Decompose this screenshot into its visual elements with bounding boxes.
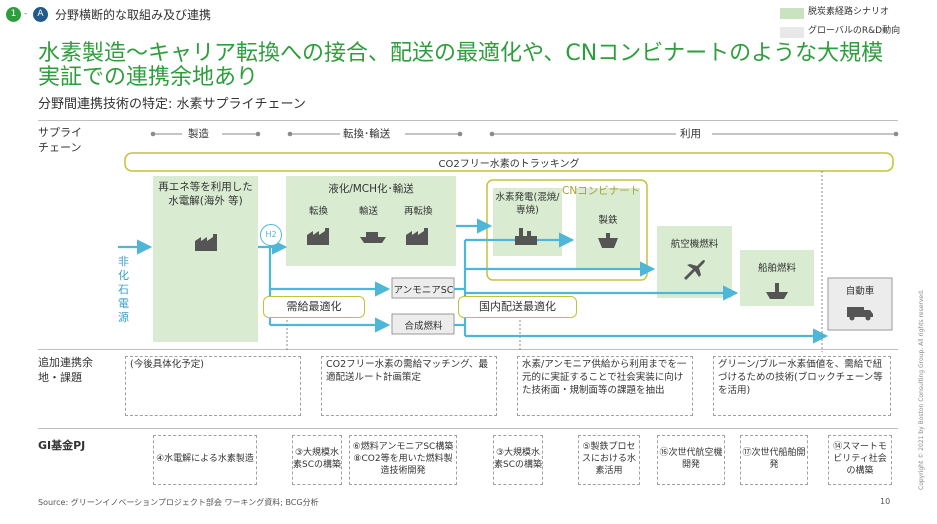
row-label-additional: 追加連携余地・課題 xyxy=(38,356,93,384)
gi-project: ③大規模水素SCの構築 xyxy=(292,435,342,485)
steel-label: 製鉄 xyxy=(598,215,618,226)
gi-project: ③大規模水素SCの構築 xyxy=(493,435,543,485)
gi-project: ⑤製鉄プロセスにおける水素活用 xyxy=(578,435,640,485)
step-letter-badge: A xyxy=(33,7,48,22)
additional-item: CO2フリー水素の需給マッチング、最適配送ルート計画策定 xyxy=(321,356,497,416)
factory-icon xyxy=(194,232,220,256)
ammonia-sc-box: アンモニアSC xyxy=(393,285,454,296)
ship-icon xyxy=(358,228,388,248)
carrier-label: 液化/MCH化･輸送 xyxy=(328,183,414,195)
step-badge: 1 xyxy=(6,7,21,22)
ship-fuel-icon xyxy=(764,280,790,304)
page-number: 10 xyxy=(880,497,891,506)
conversion-label: 転換 xyxy=(309,206,329,217)
legend-label-scenario: 脱炭素経路シナリオ xyxy=(808,7,890,17)
legend-swatch-scenario xyxy=(780,8,804,19)
page-subtitle: 分野間連携技術の特定: 水素サプライチェーン xyxy=(38,97,306,112)
cn-combinat-label: CNコンビナート xyxy=(562,185,641,197)
section-label: 分野横断的な取組み及び連携 xyxy=(55,8,212,22)
step-dot: - xyxy=(24,9,28,19)
row-divider xyxy=(38,349,898,350)
h2-icon: H2 xyxy=(260,224,282,246)
aviation-label: 航空機燃料 xyxy=(670,239,719,250)
ship-fuel-label: 船舶燃料 xyxy=(757,263,796,274)
power-label: 水素発電(混焼/専焼) xyxy=(495,192,560,216)
gi-project: ⑥燃料アンモニアSC構築⑧CO2等を用いた燃料製造技術開発 xyxy=(349,435,457,485)
legend-label-rd: グローバルのR&D動向 xyxy=(808,26,901,36)
row-label-supply: サプライチェーン xyxy=(38,126,82,154)
electrolysis-label: 再エネ等を利用した水電解(海外 等) xyxy=(158,181,253,207)
factory-icon xyxy=(405,226,431,250)
additional-item: (今後具体化予定) xyxy=(125,356,301,416)
synthetic-fuel-box: 合成燃料 xyxy=(404,321,443,332)
row-divider xyxy=(38,428,898,429)
page-title: 水素製造〜キャリア転換への接合、配送の最適化や、CNコンビナートのような大規模実… xyxy=(38,41,884,90)
gi-project: ④水電解による水素製造 xyxy=(153,435,257,485)
steel-icon xyxy=(596,232,620,254)
row-divider xyxy=(38,120,898,121)
gi-project: ⑭スマートモビリティ社会の構築 xyxy=(828,435,892,485)
car-label: 自動車 xyxy=(845,286,875,297)
tracking-label: CO2フリー水素のトラッキング xyxy=(438,159,580,170)
additional-item: グリーン/ブルー水素価値を、需給で紐づけるための技術(ブロックチェーン等を活用) xyxy=(713,356,891,416)
factory-icon xyxy=(306,226,332,250)
gi-project: ⑯次世代航空機開発 xyxy=(657,435,725,485)
legend-swatch-rd xyxy=(780,27,804,38)
row-label-gi: GI基金PJ xyxy=(38,439,86,452)
gi-project: ⑰次世代船舶開発 xyxy=(740,435,808,485)
phase-production: 製造 xyxy=(188,128,209,140)
copyright-note: Copyright © 2021 by Boston Consulting Gr… xyxy=(918,289,925,490)
supply-optimization-box: 需給最適化 xyxy=(263,296,365,318)
truck-icon xyxy=(846,305,874,325)
source-note: Source: グリーンイノベーションプロジェクト部会 ワーキング資料; BCG… xyxy=(38,498,319,507)
phase-use: 利用 xyxy=(680,128,701,140)
power-plant-icon xyxy=(513,226,539,250)
reconversion-label: 再転換 xyxy=(404,206,433,217)
transport-label: 輸送 xyxy=(359,206,379,217)
domestic-delivery-box: 国内配送最適化 xyxy=(458,296,577,318)
additional-item: 水素/アンモニア供給から利用までを一元的に実証することで社会実装に向けた技術面・… xyxy=(517,356,693,416)
phase-conversion: 転換･輸送 xyxy=(343,128,391,140)
airplane-icon xyxy=(681,257,707,285)
non-fossil-label: 非化石電源 xyxy=(118,255,129,324)
